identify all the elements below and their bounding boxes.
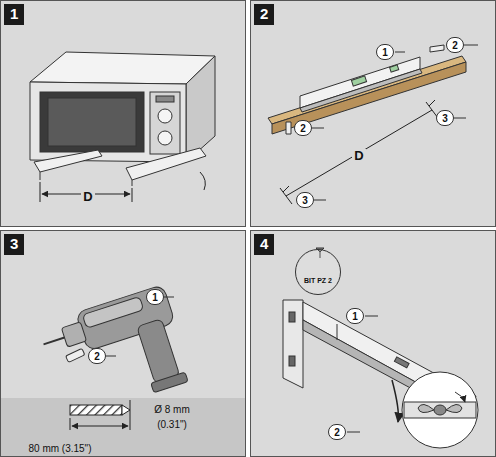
label-holder: D [81, 187, 94, 205]
callout-number: 2 [446, 37, 464, 53]
step-panel: 1 2 3 [0, 230, 246, 457]
callout-number: 1 [152, 292, 158, 303]
detail-inset [402, 372, 478, 448]
step-number: 3 [4, 234, 24, 255]
callout-number: 2 [94, 351, 100, 362]
wall-bracket [34, 148, 206, 186]
panel-ground [250, 230, 496, 457]
step-panel: 1 [0, 0, 246, 227]
callout-number: 1 [376, 44, 394, 60]
dimension-line [40, 172, 205, 202]
detail-arrow [392, 380, 398, 422]
distance-dimension [280, 100, 438, 204]
dimension-label: D [352, 149, 365, 163]
drill-bit [70, 400, 130, 430]
bit-badge: BIT PZ 2 [295, 249, 341, 295]
callout-number: 1 [146, 289, 164, 305]
callout-number: 3 [436, 110, 454, 126]
callout-number: 1 [352, 311, 358, 322]
step-panel: 1 2 2 3 3 2 [250, 0, 496, 227]
callout-number: 1 [346, 308, 364, 324]
step-number: 4 [254, 234, 274, 255]
panel-ground [0, 0, 246, 227]
dimension-label: D [81, 190, 94, 204]
screw [337, 316, 378, 432]
callout-number: 1 [382, 47, 388, 58]
step-panel: BIT PZ 2 1 2 4 [250, 230, 496, 457]
callout-number: 3 [296, 192, 314, 208]
bit-strip [0, 398, 246, 457]
label-holder: (0.31") [155, 414, 189, 432]
wall-plug [66, 297, 174, 362]
microwave [30, 52, 215, 162]
label-holder: D [352, 146, 365, 164]
callout-number: 2 [452, 40, 458, 51]
screw [286, 45, 478, 200]
callout-number: 2 [328, 424, 346, 440]
callout-number: 2 [88, 348, 106, 364]
spirit-level [300, 57, 422, 112]
label-holder: Ø 8 mm [152, 399, 192, 417]
panel-ground [0, 230, 246, 457]
panel-ground [250, 0, 496, 227]
callout-number: 2 [300, 123, 306, 134]
measurement-label: Ø 8 mm [152, 404, 192, 415]
bit-label: BIT PZ 2 [304, 277, 332, 285]
label-holder: 80 mm (3.15") [26, 438, 93, 456]
callout-number: 2 [334, 427, 340, 438]
callout-number: 3 [442, 113, 448, 124]
measurement-label: 80 mm (3.15") [26, 443, 93, 454]
step-number: 2 [254, 4, 274, 25]
callout-number: 2 [294, 120, 312, 136]
measurement-label: (0.31") [155, 419, 189, 430]
step-number: 1 [4, 4, 24, 25]
callout-number: 3 [302, 195, 308, 206]
